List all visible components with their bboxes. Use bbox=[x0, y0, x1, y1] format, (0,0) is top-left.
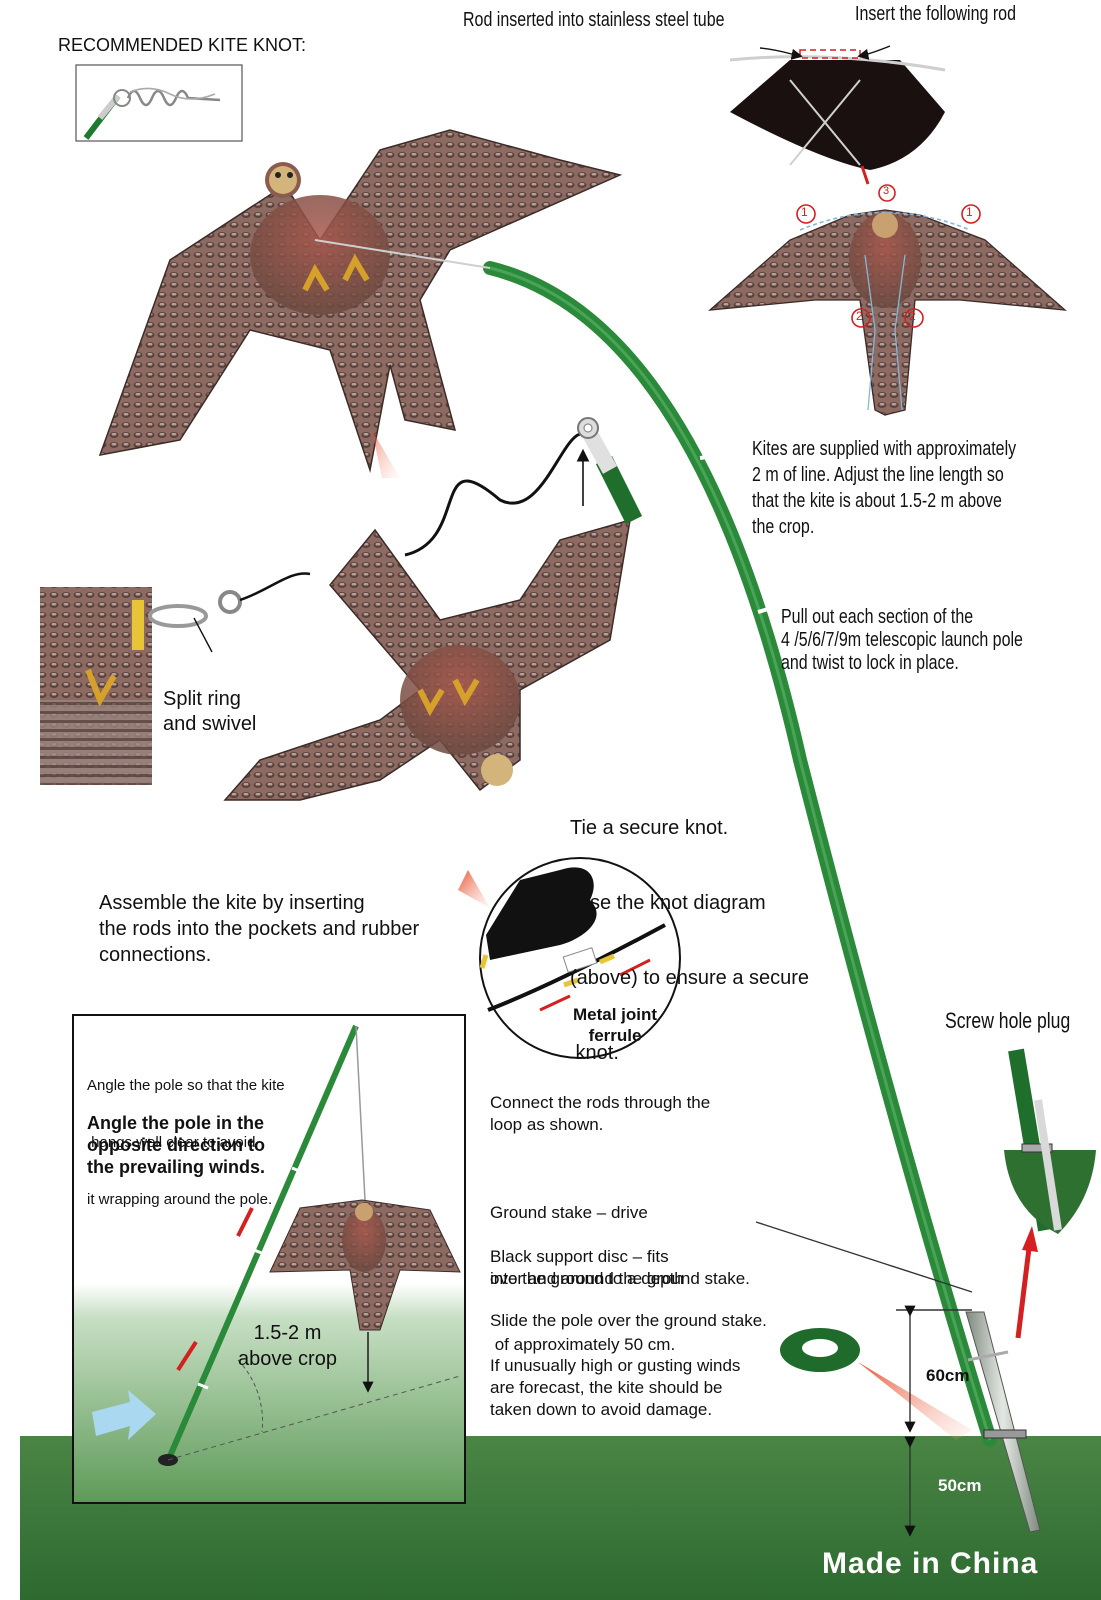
text-line: that the kite is about 1.5-2 m above bbox=[752, 490, 1002, 512]
text-line: ferrule bbox=[588, 1026, 642, 1045]
ground-stake bbox=[965, 1311, 1041, 1533]
text-line: Ground stake – drive bbox=[490, 1203, 648, 1222]
text-line: Pull out each section of the bbox=[781, 606, 974, 628]
screw-hole-plug-detail bbox=[1004, 1048, 1096, 1234]
pull-out-text: Pull out each section of the 4 /5/6/7/9m… bbox=[781, 606, 1023, 675]
support-disc-text: Black support disc – fits over and aroun… bbox=[490, 1246, 750, 1290]
knot-title: RECOMMENDED KITE KNOT: bbox=[58, 35, 307, 55]
text-line: over and around the ground stake. bbox=[490, 1269, 750, 1288]
dimension-50cm: 50cm bbox=[938, 1476, 982, 1495]
text-line: taken down to avoid damage. bbox=[490, 1400, 713, 1419]
text-line: above crop bbox=[238, 1348, 337, 1370]
text-line: connections. bbox=[99, 944, 212, 966]
callout-number: 3 bbox=[883, 185, 890, 197]
text-line: 1.5-2 m bbox=[253, 1322, 322, 1344]
text-line: the crop. bbox=[752, 516, 815, 538]
text-line: into the ground to a depth bbox=[490, 1269, 684, 1288]
text-line: Black support disc – fits bbox=[490, 1247, 669, 1266]
text-line: it wrapping around the pole. bbox=[87, 1191, 273, 1208]
callout-circles bbox=[796, 184, 981, 328]
made-in-label: Made in China bbox=[822, 1547, 1039, 1580]
text-line: 2 m of line. Adjust the line length so bbox=[752, 464, 1004, 486]
text-line: loop as shown. bbox=[490, 1115, 604, 1134]
tie-knot-text: Tie a secure knot. Use the knot diagram … bbox=[570, 766, 809, 1091]
split-ring-closeup bbox=[40, 572, 311, 785]
stake-arrow bbox=[1015, 1239, 1033, 1339]
text-line: opposite direction to bbox=[87, 1135, 265, 1155]
inset-angle-text-2: Angle the pole in the opposite direction… bbox=[87, 1112, 265, 1178]
text-line: Angle the pole in the bbox=[87, 1113, 265, 1133]
rod-insertion-diagram bbox=[729, 45, 946, 185]
split-ring-line: Split ring bbox=[163, 688, 241, 710]
text-line: are forecast, the kite should be bbox=[490, 1378, 723, 1397]
callout-number: 1 bbox=[966, 205, 973, 219]
split-ring-label: Split ring and swivel bbox=[163, 687, 256, 737]
pole-angle-inset bbox=[72, 1014, 466, 1504]
rod-tube-label: Rod inserted into stainless steel tube bbox=[463, 9, 725, 31]
callout-number: 2 bbox=[909, 309, 916, 323]
text-line: knot. bbox=[570, 1042, 619, 1064]
slide-pole-text: Slide the pole over the ground stake. bbox=[490, 1311, 767, 1330]
connect-rods-text: Connect the rods through the loop as sho… bbox=[490, 1092, 710, 1136]
ground-stake-text: Ground stake – drive into the ground to … bbox=[490, 1158, 684, 1378]
kite-lower bbox=[223, 432, 631, 801]
text-line: (above) to ensure a secure bbox=[570, 967, 810, 989]
text-line: Metal joint bbox=[573, 1005, 658, 1024]
assemble-text: Assemble the kite by inserting the rods … bbox=[99, 890, 419, 968]
metal-joint-label: Metal joint ferrule bbox=[573, 1004, 657, 1046]
pole-joints bbox=[625, 334, 963, 1226]
text-line: the prevailing winds. bbox=[87, 1157, 266, 1177]
text-line: If unusually high or gusting winds bbox=[490, 1356, 741, 1375]
knot-diagram-box bbox=[75, 64, 243, 142]
kites-supplied-text: Kites are supplied with approximately 2 … bbox=[752, 436, 1016, 540]
text-line: Use the knot diagram bbox=[570, 892, 766, 914]
kite-upper bbox=[98, 129, 623, 473]
dimension-60cm: 60cm bbox=[926, 1366, 970, 1385]
pole-tip-detail bbox=[576, 417, 643, 525]
text-line: Angle the pole so that the kite bbox=[87, 1077, 285, 1094]
kite-assembled-view bbox=[708, 209, 1067, 416]
callout-number: 2 bbox=[856, 309, 863, 323]
screw-plug-label: Screw hole plug bbox=[945, 1008, 1071, 1033]
dimension-lines bbox=[755, 1221, 973, 1537]
text-line: Tie a secure knot. bbox=[570, 817, 729, 839]
text-line: the rods into the pockets and rubber bbox=[99, 918, 420, 940]
callout-number: 1 bbox=[801, 205, 808, 219]
text-line: Assemble the kite by inserting bbox=[99, 892, 365, 914]
insert-rod-label: Insert the following rod bbox=[855, 3, 1016, 25]
split-ring-line: and swivel bbox=[163, 713, 257, 735]
text-line: hangs well clear to avoid bbox=[87, 1134, 256, 1151]
support-plate bbox=[983, 1429, 1027, 1439]
text-line: Connect the rods through the bbox=[490, 1093, 711, 1112]
inset-height-label: 1.5-2 m above crop bbox=[238, 1320, 337, 1372]
inset-angle-text-1: Angle the pole so that the kite hangs we… bbox=[87, 1038, 285, 1228]
text-line: 4 /5/6/7/9m telescopic launch pole bbox=[781, 629, 1023, 651]
text-line: of approximately 50 cm. bbox=[490, 1335, 676, 1354]
high-winds-text: If unusually high or gusting winds are f… bbox=[490, 1355, 740, 1421]
text-line: Kites are supplied with approximately bbox=[752, 438, 1017, 460]
knot-closeup bbox=[458, 857, 681, 1059]
text-line: and twist to lock in place. bbox=[781, 652, 959, 674]
